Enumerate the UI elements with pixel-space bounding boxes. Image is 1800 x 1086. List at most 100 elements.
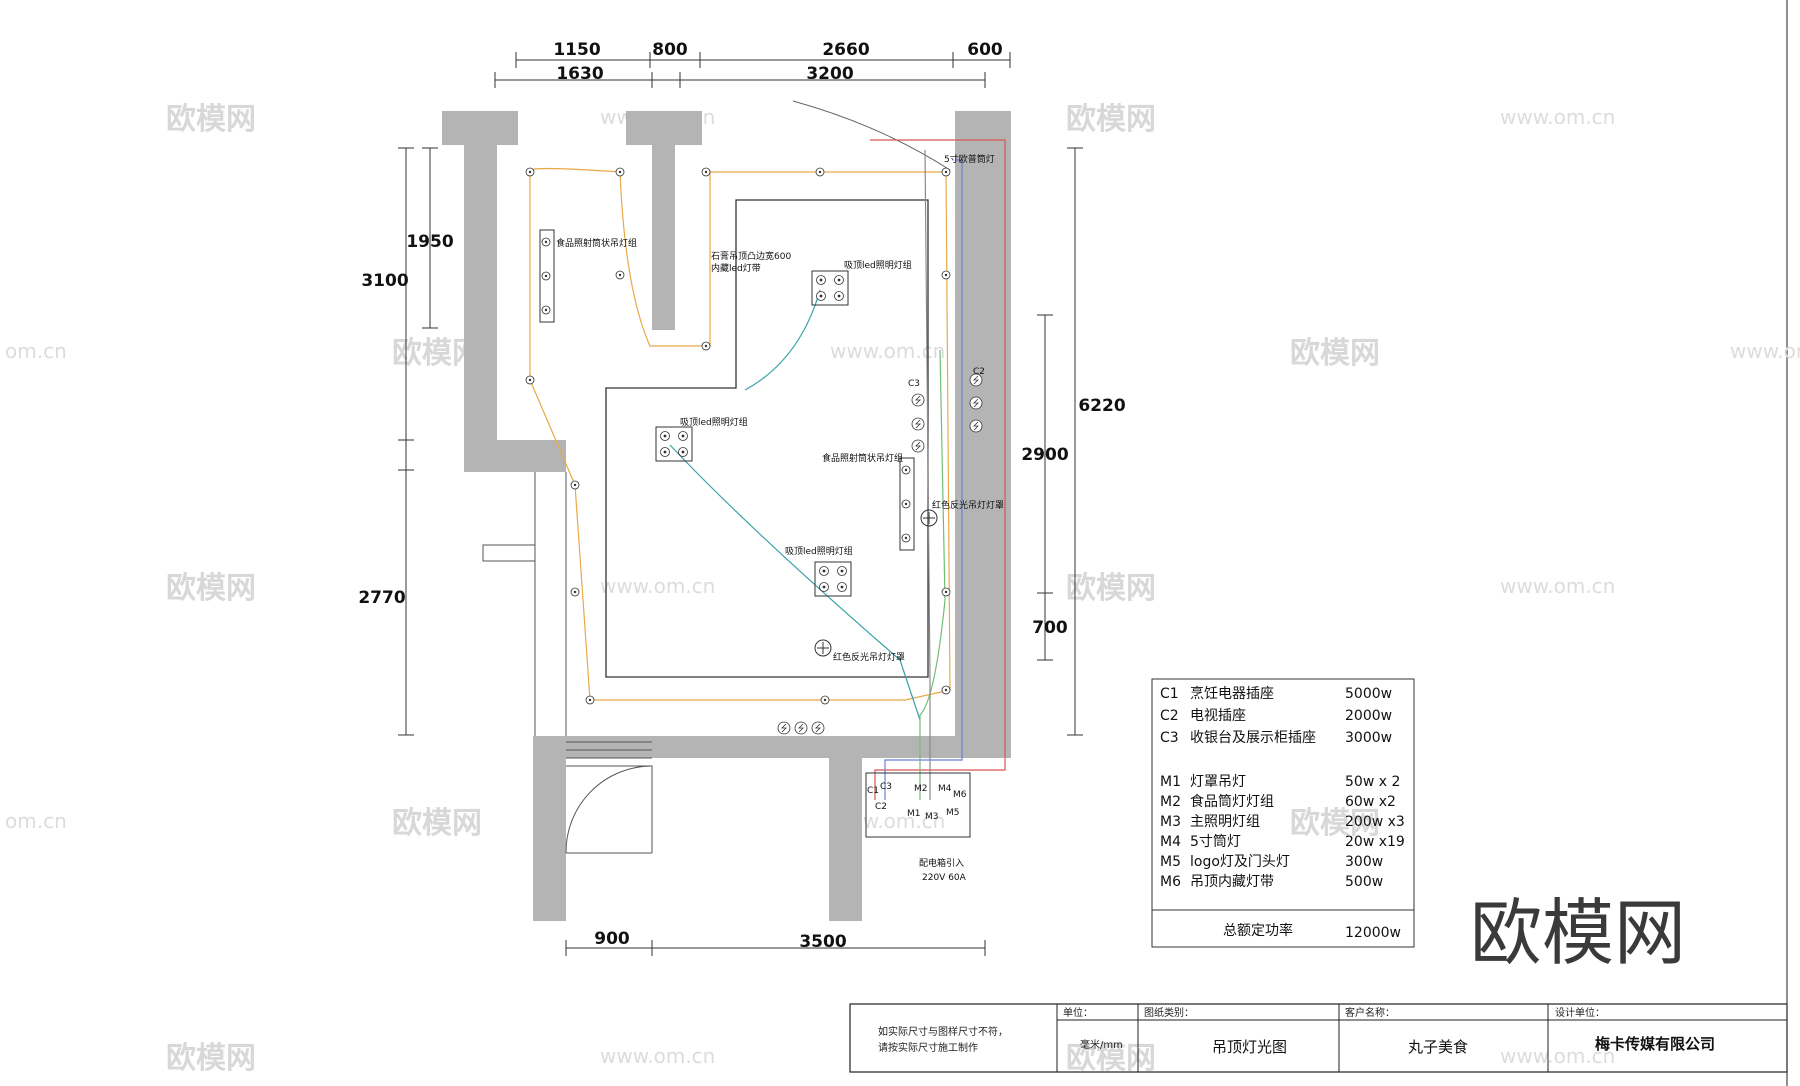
downlight-icon <box>570 480 580 490</box>
led-light-icon <box>660 431 670 441</box>
legend-power: 3000w <box>1345 730 1392 746</box>
label-power-spec: 220V 60A <box>922 873 967 883</box>
downlight-icon <box>941 587 951 597</box>
downlight-icon <box>941 685 951 695</box>
watermark-text: 欧模网 <box>1066 1041 1156 1076</box>
led-light-icon <box>678 447 688 457</box>
watermark-url: www.om.cn <box>830 339 945 363</box>
legend-name: 烹饪电器插座 <box>1190 685 1274 702</box>
title-note-2: 请按实际尺寸施工制作 <box>878 1041 978 1054</box>
title-client-label: 客户名称： <box>1345 1006 1395 1019</box>
watermark-url: www.om.cn <box>1500 574 1615 598</box>
legend-power: 500w <box>1345 874 1383 890</box>
legend-power: 2000w <box>1345 708 1392 724</box>
ceiling-led-group-3 <box>814 561 852 597</box>
downlight-icon <box>701 341 711 351</box>
downlight-icon <box>615 167 625 177</box>
dim-top-1630: 1630 <box>556 64 603 84</box>
downlight-icon <box>585 695 595 705</box>
led-light-icon <box>837 566 847 576</box>
label-downlight-5in: 5寸欧普筒灯 <box>944 153 995 165</box>
led-light-icon <box>819 566 829 576</box>
legend-name: 电视插座 <box>1190 708 1246 724</box>
socket-icon <box>811 721 825 735</box>
title-designer-value: 梅卡传媒有限公司 <box>1595 1035 1715 1053</box>
led-light-icon <box>816 275 826 285</box>
dim-top-1150: 1150 <box>553 40 600 60</box>
watermark-text: 欧模网 <box>392 806 482 841</box>
downlight-icon <box>941 270 951 280</box>
socket-icon <box>911 417 925 431</box>
dim-right-6220: 6220 <box>1078 396 1125 416</box>
label-c2: C2 <box>973 367 985 377</box>
box-label-c3: C3 <box>880 782 892 792</box>
dim-bottom-3500: 3500 <box>799 932 846 952</box>
box-label-m4: M4 <box>938 784 952 794</box>
watermark-text: 欧模网 <box>1066 102 1156 137</box>
legend-power: 300w <box>1345 854 1383 870</box>
title-client-value: 丸子美食 <box>1408 1038 1468 1056</box>
title-note-1: 如实际尺寸与图样尺寸不符， <box>878 1025 1008 1038</box>
led-light-icon <box>816 291 826 301</box>
dim-right-2900: 2900 <box>1021 445 1068 465</box>
socket-icon <box>969 419 983 433</box>
downlight-icon <box>615 270 625 280</box>
legend-name: 灯罩吊灯 <box>1190 774 1246 790</box>
watermark-text: 欧模网 <box>166 571 256 606</box>
watermark-url: www.om.cn <box>1730 339 1800 363</box>
dim-top-3200: 3200 <box>806 64 853 84</box>
downlight-icon <box>815 167 825 177</box>
food-spot-group-1 <box>539 229 555 323</box>
socket-icon <box>911 393 925 407</box>
downlight-icon <box>541 237 551 247</box>
legend-code: M3 <box>1160 814 1181 830</box>
box-label-c1: C1 <box>867 786 879 796</box>
downlight-icon <box>820 695 830 705</box>
walls <box>442 111 1011 921</box>
watermark-url: om.cn <box>5 339 67 363</box>
led-light-icon <box>834 291 844 301</box>
legend-code: C2 <box>1160 708 1179 724</box>
dim-left-3100: 3100 <box>361 271 408 291</box>
box-label-m6: M6 <box>953 790 967 800</box>
watermark-url: www.om.cn <box>1500 1044 1615 1068</box>
watermark-url: www.om.cn <box>600 1044 715 1068</box>
wiring <box>528 139 1006 800</box>
title-unit-label: 单位： <box>1063 1006 1093 1019</box>
legend-total-label: 总额定功率 <box>1223 922 1293 939</box>
box-label-m3: M3 <box>925 812 939 822</box>
downlight-icon <box>525 375 535 385</box>
ceiling-led-group-2 <box>655 426 693 462</box>
watermark-url: www.om.cn <box>1500 105 1615 129</box>
title-unit-value: 毫米/mm <box>1080 1038 1123 1051</box>
food-spot-group-2 <box>899 457 915 551</box>
socket-icon <box>911 439 925 453</box>
legend-code: M4 <box>1160 834 1181 850</box>
downlight-icon <box>941 167 951 177</box>
downlight-icon <box>570 587 580 597</box>
label-ceiling-led-1: 吸顶led照明灯组 <box>844 259 912 271</box>
title-designer-label: 设计单位： <box>1555 1006 1605 1019</box>
downlight-icon <box>525 167 535 177</box>
watermark-text: 欧模网 <box>166 102 256 137</box>
label-gypsum-2: 内藏led灯带 <box>711 262 761 274</box>
legend-name: 主照明灯组 <box>1190 814 1260 830</box>
label-ceiling-led-3: 吸顶led照明灯组 <box>785 545 853 557</box>
socket-icon <box>777 721 791 735</box>
ceiling-led-group-1 <box>811 270 849 306</box>
socket-icon <box>794 721 808 735</box>
box-label-m1: M1 <box>907 809 921 819</box>
dim-right-700: 700 <box>1032 618 1068 638</box>
legend-total-value: 12000w <box>1345 925 1401 941</box>
led-light-icon <box>834 275 844 285</box>
dim-top-2660: 2660 <box>822 40 869 60</box>
dim-top-600: 600 <box>967 40 1003 60</box>
label-gypsum-1: 石膏吊顶凸边宽600 <box>711 250 791 262</box>
dim-top-800: 800 <box>652 40 688 60</box>
title-block: 如实际尺寸与图样尺寸不符， 请按实际尺寸施工制作 单位： 毫米/mm 图纸类别：… <box>849 1003 1788 1073</box>
legend-power: 20w x19 <box>1345 834 1405 850</box>
box-label-c2: C2 <box>875 802 887 812</box>
label-food-spot-1: 食品照射筒状吊灯组 <box>556 237 637 249</box>
